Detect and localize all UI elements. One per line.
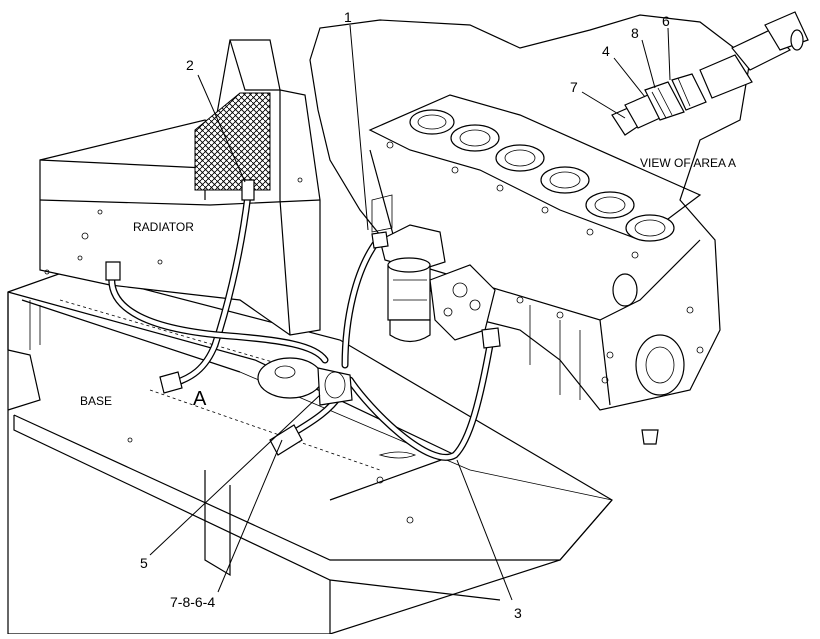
callout-3: 3	[514, 605, 522, 621]
block-bolts	[386, 141, 704, 384]
radiator	[39, 39, 321, 336]
base-label: BASE	[80, 394, 112, 408]
callout-7-8-6-4: 7-8-6-4	[170, 594, 215, 610]
cylinder-bores	[409, 109, 675, 242]
water-separator	[257, 357, 353, 406]
callout-7: 7	[570, 79, 578, 95]
callout-1: 1	[344, 9, 352, 25]
callout-8: 8	[631, 25, 639, 41]
hose-fittings	[105, 179, 501, 456]
callout-5: 5	[140, 555, 148, 571]
callout-6: 6	[662, 13, 670, 29]
radiator-label: RADIATOR	[133, 220, 194, 234]
inset-fitting-view	[611, 11, 809, 136]
callout-2: 2	[186, 57, 194, 73]
area-a-marker: A	[193, 388, 207, 410]
view-of-area-a-title: VIEW OF AREA A	[640, 156, 736, 170]
fuel-hoses	[108, 191, 494, 461]
callout-4: 4	[602, 43, 610, 59]
leader-lines	[149, 24, 671, 601]
fuel-filter-assembly	[371, 194, 496, 343]
